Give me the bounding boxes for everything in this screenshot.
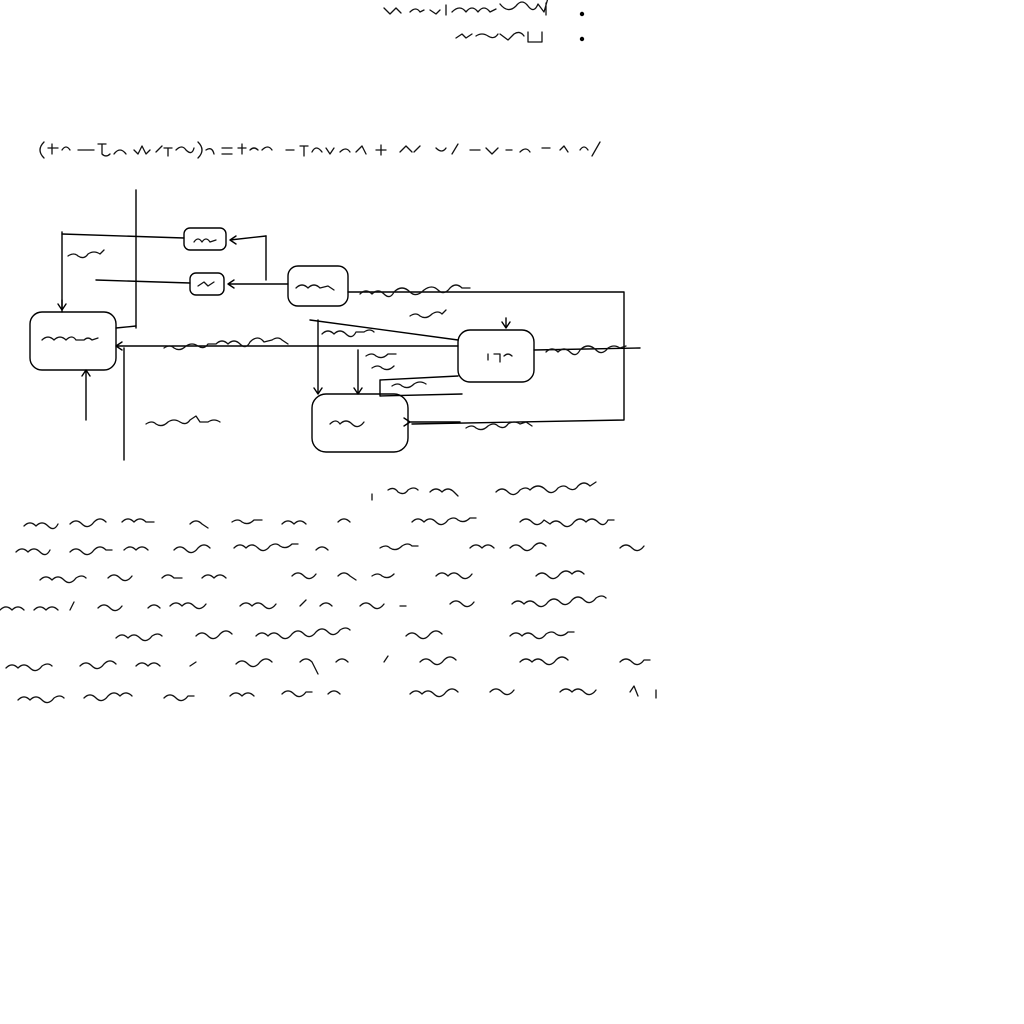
- bullet-scribble-2: [455, 31, 543, 43]
- bottom-right-label-scribble: [465, 421, 533, 431]
- arrow-center-to-left-box: [115, 341, 459, 351]
- arrow-into-bottom-box-b: [353, 349, 363, 395]
- right-box-scribble: [487, 353, 513, 363]
- equation-scribble: [39, 141, 601, 159]
- right-box: [457, 329, 535, 383]
- arrow-to-box-a: [229, 235, 267, 245]
- upper-small-box-b: [189, 272, 225, 296]
- center-box: [287, 265, 349, 307]
- right-box-feed-line: [379, 375, 463, 397]
- center-small-label-scribble: [321, 329, 375, 338]
- upper-small-box-a: [183, 227, 227, 251]
- paragraph-line-3: [15, 542, 645, 556]
- paragraph-line-7: [5, 655, 651, 675]
- bottom-box: [311, 393, 409, 453]
- bullet-dot-2: [579, 36, 585, 42]
- bottom-left-label-scribble: [145, 415, 221, 427]
- paragraph-line-8: [17, 685, 657, 704]
- paragraph-line-1: [371, 481, 597, 501]
- center-left-label-scribble: [163, 337, 289, 351]
- bullet-scribble-1: [383, 0, 549, 16]
- top-right-label-scribble: [359, 284, 471, 298]
- upper-box-a-scribble: [193, 238, 217, 243]
- bullet-dot-1: [579, 11, 585, 17]
- center-box-scribble: [295, 284, 335, 291]
- arrow-into-left-box: [57, 299, 67, 311]
- diagram-top-horizontal: [61, 233, 185, 239]
- right-box-left-line: [309, 319, 459, 341]
- right-box-top-label: [409, 309, 447, 319]
- left-box-bottom-line: [81, 369, 91, 421]
- left-box-right-connector: [115, 325, 137, 329]
- handwritten-paragraph: [0, 481, 657, 704]
- paragraph-line-2: [23, 517, 615, 530]
- paragraph-line-5: [0, 595, 607, 612]
- bottom-box-right-arrow: [403, 417, 461, 427]
- flow-diagram: [29, 189, 641, 461]
- upper-box-b-scribble: [197, 281, 215, 287]
- left-large-box: [29, 311, 117, 371]
- left-label-scribble: [67, 249, 105, 259]
- diagram-mid-horizontal: [95, 279, 191, 284]
- arrow-to-box-b: [227, 279, 289, 289]
- center-to-right-line: [347, 291, 625, 425]
- equation-line: [39, 141, 601, 159]
- arrow-into-right-box: [501, 317, 511, 329]
- bullet-list: [383, 0, 585, 43]
- paragraph-line-4: [39, 570, 585, 584]
- right-edge-label-scribble: [545, 345, 627, 356]
- arrow-into-bottom-box-a: [313, 319, 323, 395]
- bottom-box-scribble: [329, 420, 365, 428]
- inner-labels-scribble: [365, 353, 427, 389]
- paragraph-line-6: [115, 627, 575, 642]
- left-box-scribble: [41, 336, 99, 341]
